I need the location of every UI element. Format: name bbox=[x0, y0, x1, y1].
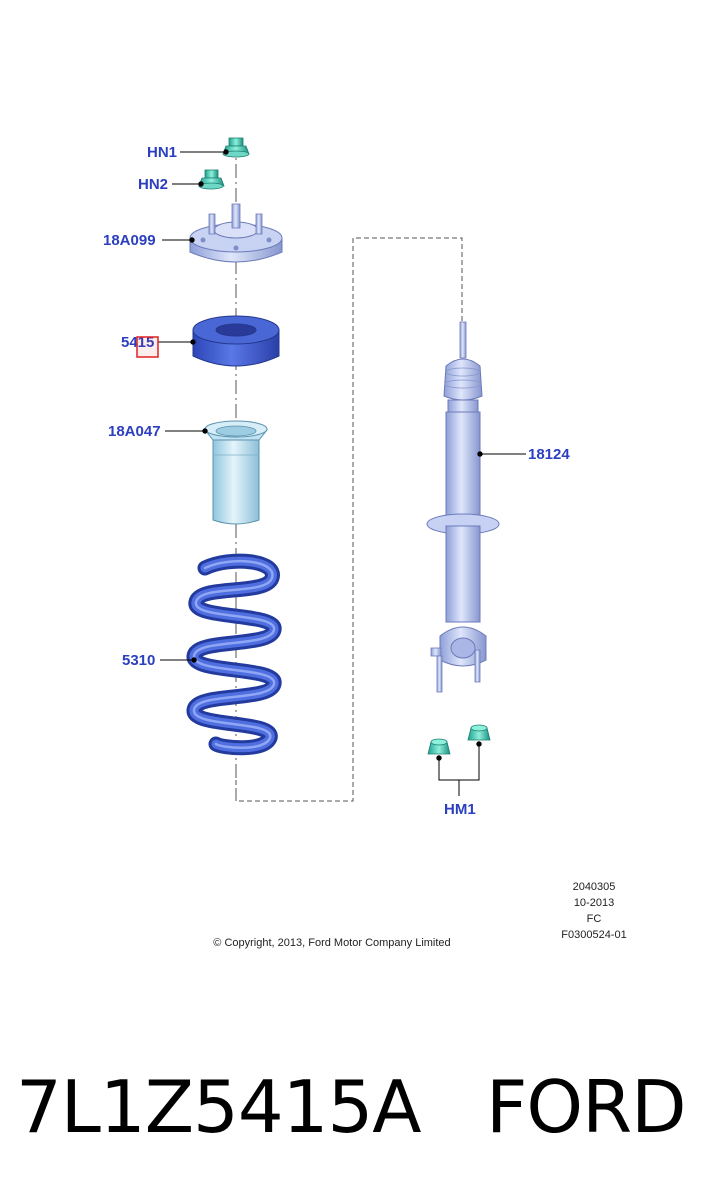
nut-hn2 bbox=[198, 169, 225, 190]
exploded-parts-diagram: HN1 HN2 18A099 5415 18A047 5310 18124 HM… bbox=[103, 137, 627, 949]
copyright-text: © Copyright, 2013, Ford Motor Company Li… bbox=[213, 937, 450, 949]
upper-mount-18a099 bbox=[189, 203, 283, 263]
coil-spring-5310 bbox=[186, 553, 282, 756]
leader-lines bbox=[158, 149, 526, 796]
info-line-2: 10-2013 bbox=[574, 897, 614, 909]
brand-name: FORD bbox=[486, 1065, 687, 1149]
nut-hm1-right bbox=[467, 724, 491, 741]
dust-boot-18a047 bbox=[203, 420, 269, 525]
shock-strut-18124 bbox=[426, 321, 500, 693]
callout-18124: 18124 bbox=[528, 446, 570, 463]
info-line-3: FC bbox=[587, 913, 602, 925]
part-number: 7L1Z5415A bbox=[16, 1065, 422, 1149]
callout-18a047: 18A047 bbox=[108, 423, 161, 440]
callout-hn1: HN1 bbox=[147, 144, 177, 161]
highlight-box bbox=[136, 336, 159, 358]
callout-18a099: 18A099 bbox=[103, 232, 156, 249]
nut-hn1 bbox=[222, 137, 250, 158]
spring-insulator-5415 bbox=[192, 315, 280, 367]
callout-hm1: HM1 bbox=[444, 801, 476, 818]
footer: 7L1Z5415A FORD bbox=[0, 1040, 708, 1170]
callout-hn2: HN2 bbox=[138, 176, 168, 193]
nut-hm1-left bbox=[427, 738, 451, 755]
callout-5310: 5310 bbox=[122, 652, 155, 669]
info-line-4: F0300524-01 bbox=[561, 929, 626, 941]
info-line-1: 2040305 bbox=[573, 881, 616, 893]
assembly-bracket bbox=[235, 237, 463, 802]
